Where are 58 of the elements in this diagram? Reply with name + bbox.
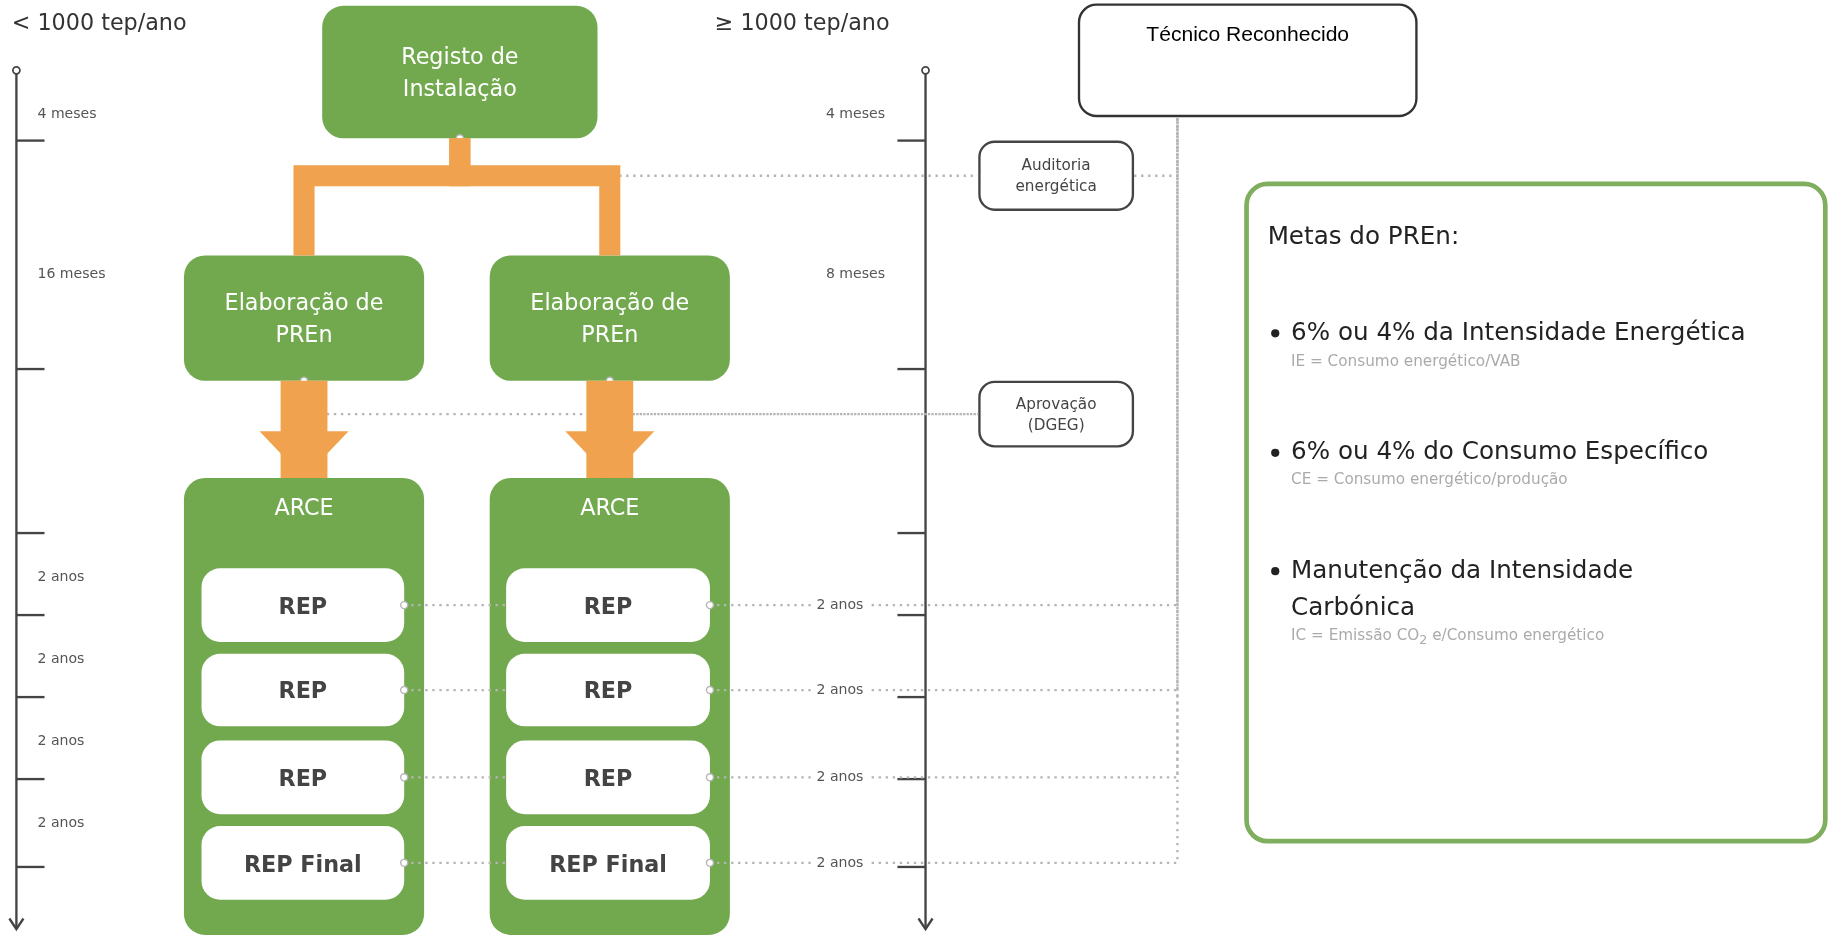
info-panel [1244,181,1828,844]
box-label: Auditoria energética [1014,155,1098,197]
formula-text: IC = Emissão CO$_{2}$ e/Consumo energético [1290,625,1605,648]
dotted-connector [399,858,507,868]
box-label: REP Final [243,849,362,876]
box-label: REP [583,677,633,703]
group-title: ARCE [274,494,334,521]
process-box [183,255,425,381]
box-label: Registo de Instalação [400,42,520,103]
arrow [565,380,655,478]
duration-label: 2 anos [37,568,85,585]
process-box [506,825,710,900]
box-label: Aprovação (DGEG) [1014,393,1098,435]
process-box [201,740,405,815]
dotted-connector [605,376,979,416]
dotted-connector [399,685,507,695]
group-title: ARCE [580,494,640,521]
process-box [489,255,730,381]
duration-label: 4 meses [825,105,885,122]
duration-label: 2 anos [37,650,85,667]
process-box [322,5,598,139]
duration-label: 4 meses [37,105,97,122]
column-heading: < 1000 tep/ano [11,9,187,36]
dotted-connector [299,376,979,416]
step-pill [978,380,1135,448]
duration-label: 16 meses [37,264,106,282]
process-box [506,740,710,815]
duration-label: 2 anos [37,732,85,749]
process-box [506,568,710,642]
box-label: REP [278,764,328,791]
box-label: REP [583,592,633,618]
group-panel [183,478,425,935]
box-label: REP [278,677,328,703]
panel-heading: Metas do PREn: [1267,221,1460,250]
box-label: Técnico Reconhecido [1146,22,1350,47]
role-box [1077,3,1418,118]
goal-text: Manutenção da Intensidade Carbónica [1291,555,1634,621]
process-box [201,653,405,727]
goal-text: 6% ou 4% da Intensidade Energética [1291,317,1746,346]
process-box [201,568,405,642]
box-label: Elaboração de PREn [529,288,691,349]
process-box [201,825,405,900]
arrow [259,380,349,478]
duration-label: 2 anos [37,814,85,831]
column-heading: ≥ 1000 tep/ano [714,9,890,36]
box-label: REP Final [549,849,667,876]
dotted-connector [399,600,507,610]
goal-text: 6% ou 4% do Consumo Específico [1291,436,1709,465]
duration-label: 8 meses [825,264,885,282]
process-box [506,653,710,727]
step-pill [978,140,1135,211]
dotted-connector [399,773,507,782]
formula-text: CE = Consumo energético/produção [1290,469,1568,488]
formula-text: IE = Consumo energético/VAB [1290,350,1521,369]
box-label: Elaboração de PREn [223,288,385,349]
box-label: REP [278,592,328,618]
box-label: REP [583,764,633,791]
group-panel [489,478,730,935]
